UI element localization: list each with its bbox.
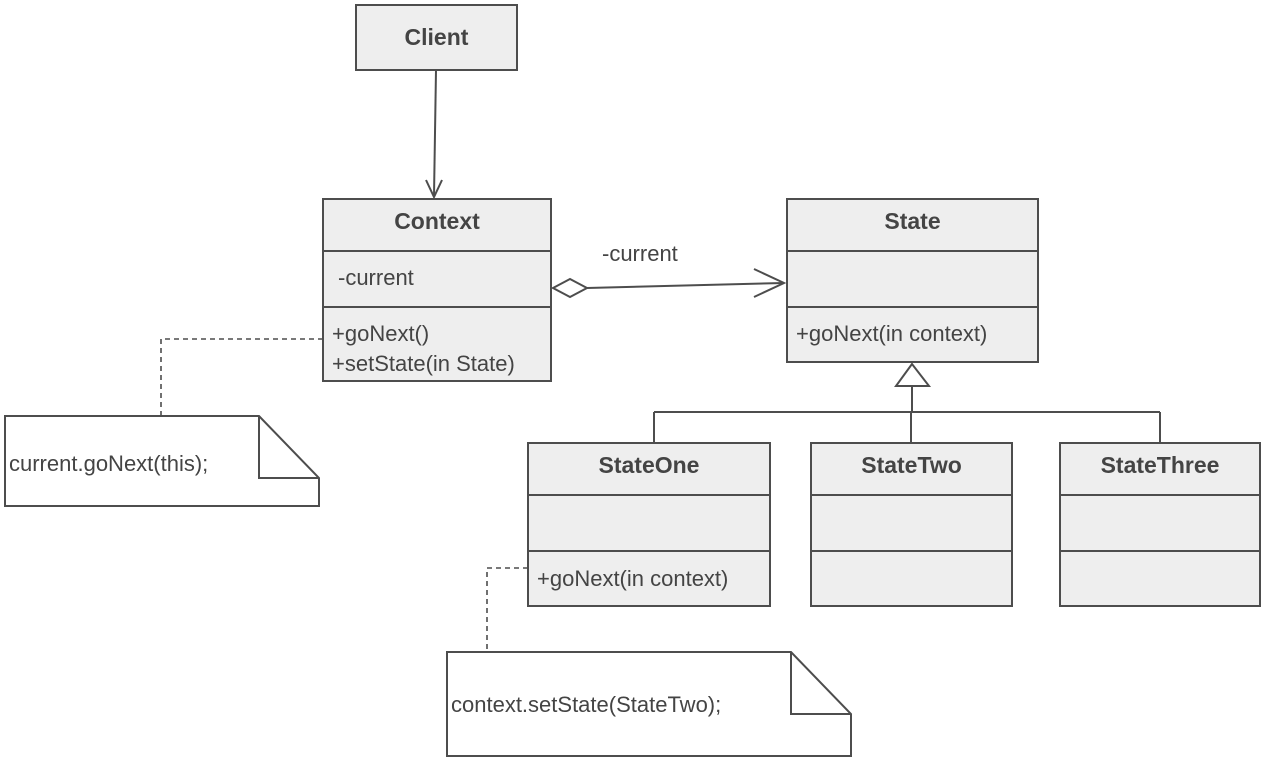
generalization-tree	[653, 362, 1161, 443]
association-role-label: -current	[602, 241, 678, 266]
class-context-op-setstate: +setState(in State)	[332, 351, 515, 376]
class-client-name: Client	[405, 24, 469, 50]
aggregation-context-state: -current	[550, 241, 787, 299]
class-statethree[interactable]: StateThree	[1059, 442, 1261, 607]
class-stateone[interactable]: StateOne +goNext(in context)	[527, 442, 771, 607]
note-context-text: current.goNext(this);	[9, 451, 208, 476]
class-stateone-op-gonext: +goNext(in context)	[537, 566, 728, 591]
client-context-arrow	[425, 69, 443, 200]
class-statetwo-name: StateTwo	[861, 452, 962, 478]
class-context[interactable]: Context -current +goNext() +setState(in …	[322, 198, 552, 382]
class-state-op-gonext: +goNext(in context)	[796, 321, 987, 346]
note-stateone-setstate[interactable]: context.setState(StateTwo);	[446, 567, 852, 757]
class-stateone-name: StateOne	[599, 452, 700, 478]
class-state-name: State	[884, 208, 940, 234]
note-stateone-text: context.setState(StateTwo);	[451, 692, 721, 717]
class-state[interactable]: State +goNext(in context)	[786, 198, 1039, 363]
class-client[interactable]: Client	[355, 4, 518, 71]
class-statethree-name: StateThree	[1101, 452, 1220, 478]
class-context-attribute: -current	[338, 265, 414, 290]
note-context-connector	[160, 338, 323, 416]
class-context-name: Context	[394, 208, 480, 234]
class-statetwo[interactable]: StateTwo	[810, 442, 1013, 607]
note-context-gonext[interactable]: current.goNext(this);	[4, 338, 323, 507]
note-stateone-connector	[486, 567, 528, 652]
class-context-op-gonext: +goNext()	[332, 321, 429, 346]
